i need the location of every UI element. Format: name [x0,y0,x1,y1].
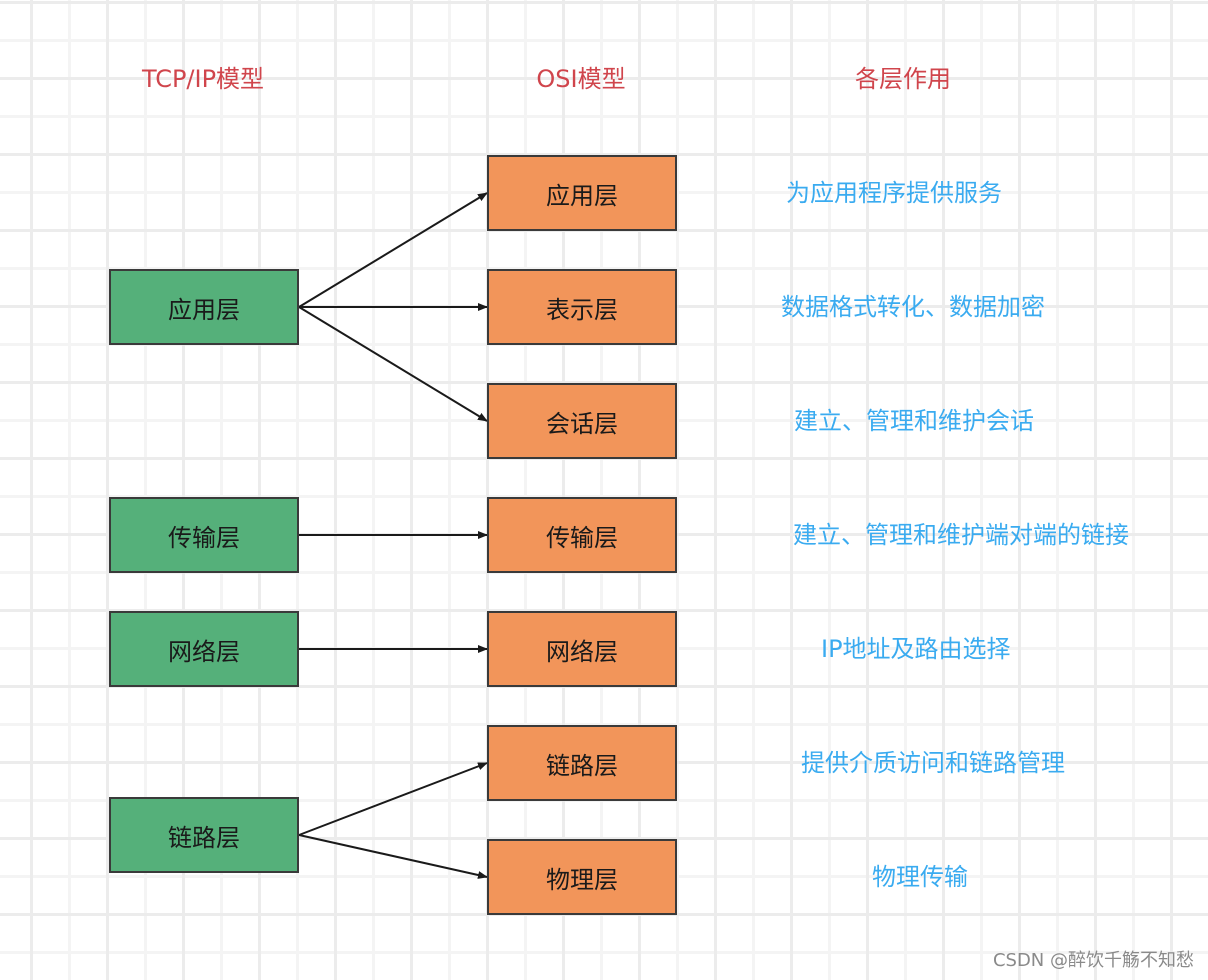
function-text-network: IP地址及路由选择 [821,635,1011,663]
arrow-tcp-app-to-osi-app [298,192,488,308]
osi-box-label: 会话层 [546,409,618,438]
header-layer-functions: 各层作用 [855,65,951,93]
tcpip-box-label: 网络层 [168,637,240,666]
tcpip-box-label: 链路层 [168,823,240,852]
tcpip-box-network[interactable]: 网络层 [109,611,299,687]
tcpip-box-label: 应用层 [168,295,240,324]
osi-box-physical[interactable]: 物理层 [487,839,677,915]
osi-box-presentation[interactable]: 表示层 [487,269,677,345]
osi-box-label: 物理层 [546,865,618,894]
tcpip-box-transport[interactable]: 传输层 [109,497,299,573]
tcpip-box-label: 传输层 [168,523,240,552]
osi-box-session[interactable]: 会话层 [487,383,677,459]
function-text-transport: 建立、管理和维护端对端的链接 [793,521,1129,549]
osi-box-label: 链路层 [546,751,618,780]
osi-box-datalink[interactable]: 链路层 [487,725,677,801]
header-tcpip-model: TCP/IP模型 [141,65,265,93]
osi-box-network[interactable]: 网络层 [487,611,677,687]
arrow-tcp-app-to-osi-session [298,306,488,422]
arrow-tcp-link-to-osi-datalink [298,762,488,836]
osi-box-transport[interactable]: 传输层 [487,497,677,573]
arrow-tcp-link-to-osi-physical [298,834,488,879]
osi-box-label: 应用层 [546,181,618,210]
function-text-session: 建立、管理和维护会话 [794,407,1034,435]
tcpip-box-link[interactable]: 链路层 [109,797,299,873]
function-text-application: 为应用程序提供服务 [786,179,1002,207]
function-text-presentation: 数据格式转化、数据加密 [781,293,1045,321]
osi-box-application[interactable]: 应用层 [487,155,677,231]
function-text-physical: 物理传输 [872,863,968,891]
csdn-watermark: CSDN @醉饮千觞不知愁 [992,950,1194,971]
function-text-datalink: 提供介质访问和链路管理 [801,749,1065,777]
osi-box-label: 表示层 [546,295,618,324]
tcpip-box-application[interactable]: 应用层 [109,269,299,345]
osi-box-label: 网络层 [546,637,618,666]
header-osi-model: OSI模型 [536,65,626,93]
osi-box-label: 传输层 [546,523,618,552]
